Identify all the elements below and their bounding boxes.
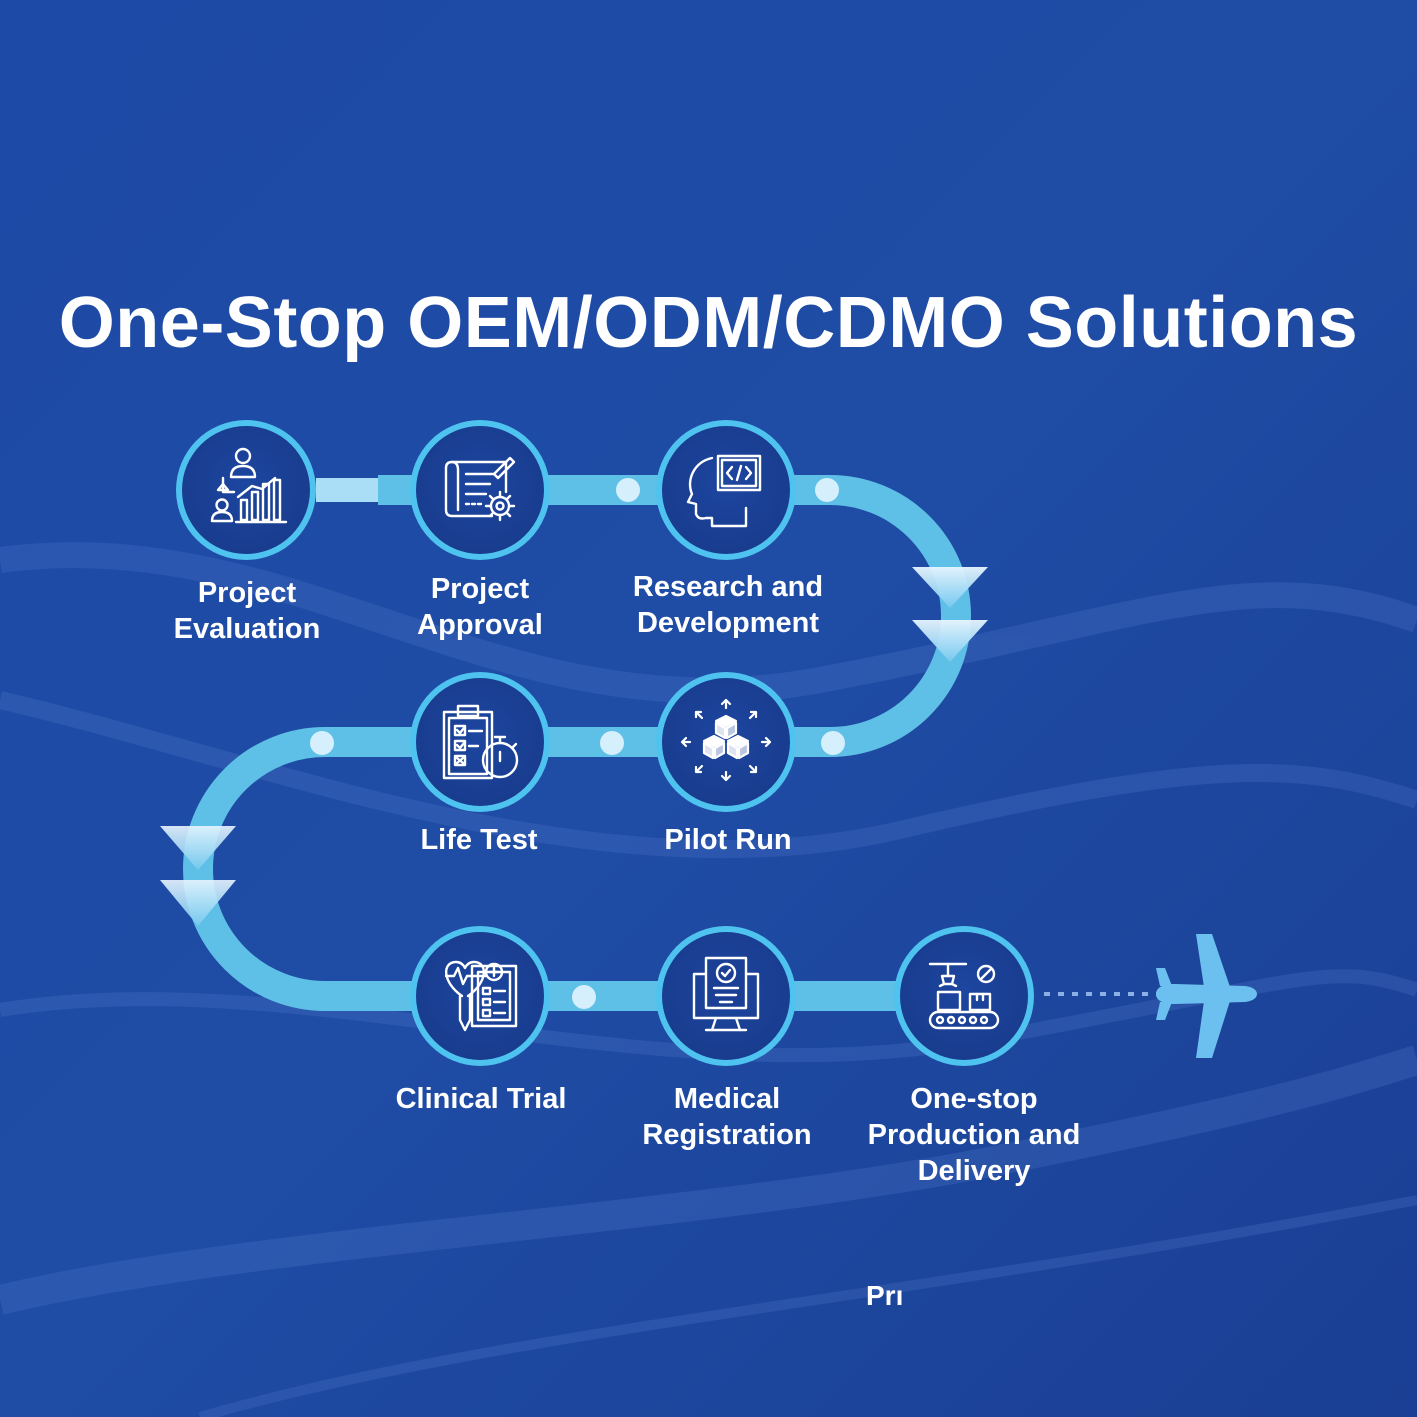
connector-arrow (316, 478, 390, 502)
analytics-person-chart-icon (210, 447, 288, 524)
step-node-project-approval (410, 420, 550, 560)
down-chevrons-right (912, 567, 988, 662)
step-node-clinical-trial (410, 926, 550, 1066)
step-label-medical-registration: Medical Registration (642, 1083, 812, 1151)
step-node-life-test (410, 672, 550, 812)
certificate-monitor-icon (692, 956, 760, 1032)
step-label-production-and-delivery: One-stop Production and Delivery (867, 1083, 1081, 1187)
step-node-production-and-delivery (894, 926, 1034, 1066)
step-node-research-and-development (656, 420, 796, 560)
connector-band (378, 475, 414, 505)
step-label-life-test: Life Test (420, 824, 538, 856)
step-node-medical-registration (656, 926, 796, 1066)
airplane-icon (1156, 934, 1257, 1058)
process-path (183, 475, 971, 1011)
cut-off-text: Prı (866, 1280, 904, 1311)
conveyor-robot-icon (928, 962, 1000, 1030)
heart-pulse-clipboard-icon (444, 960, 518, 1032)
page-title: One-Stop OEM/ODM/CDMO Solutions (58, 283, 1359, 363)
step-label-project-evaluation: Project Evaluation (173, 577, 321, 645)
step-label-pilot-run: Pilot Run (664, 824, 792, 856)
down-chevrons-left (160, 826, 236, 926)
path-row1-c (794, 475, 971, 757)
step-node-project-evaluation (176, 420, 316, 560)
checklist-stopwatch-icon (442, 704, 519, 780)
blueprint-gear-icon (444, 456, 516, 522)
step-label-research-and-development: Research and Development (632, 571, 824, 639)
head-code-icon (686, 454, 762, 528)
path-dots (310, 478, 845, 1009)
step-node-pilot-run (656, 672, 796, 812)
step-label-project-approval: Project Approval (417, 573, 543, 641)
cubes-scale-icon (680, 698, 772, 782)
step-label-clinical-trial: Clinical Trial (395, 1083, 567, 1115)
